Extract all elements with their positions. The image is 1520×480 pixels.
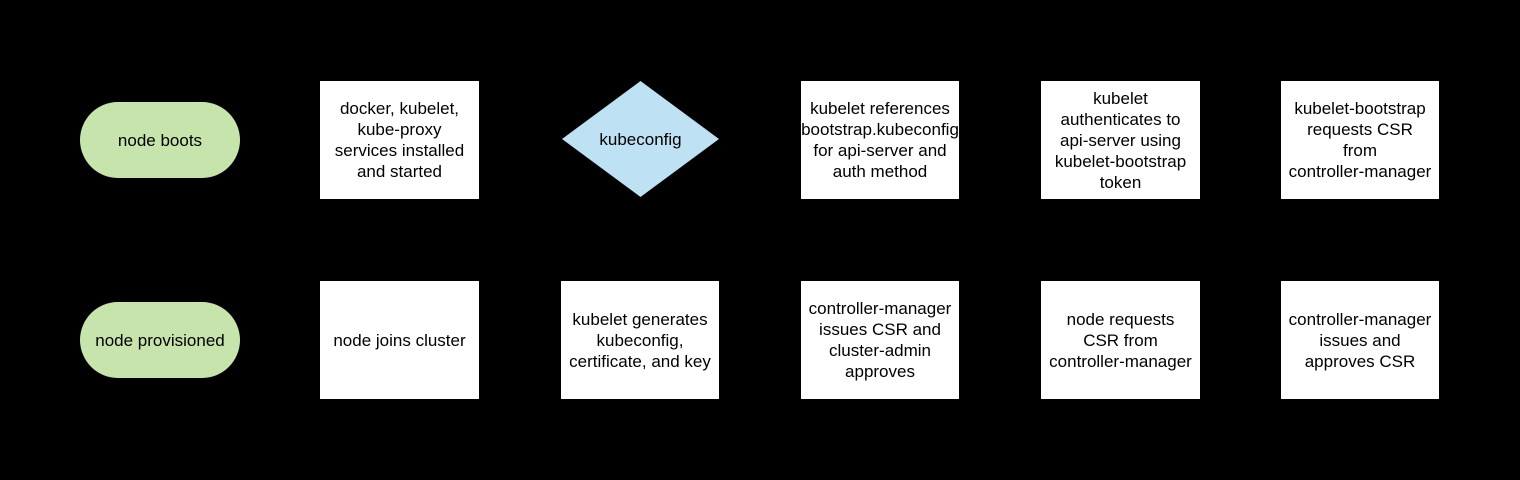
process-kubelet-references-bootstrap-kubeconfig: kubelet references bootstrap.kubeconfig …	[801, 81, 959, 199]
process-kubelet-authenticates-to-api-server: kubelet authenticates to api-server usin…	[1041, 81, 1200, 199]
process-controller-manager-issues-csr-cluster-admin-approves: controller-manager issues CSR and cluste…	[801, 281, 959, 399]
decision-kubeconfig: kubeconfig	[562, 81, 719, 197]
process-kubelet-generates-kubeconfig: kubelet generates kubeconfig, certificat…	[561, 281, 719, 399]
terminal-node-boots: node boots	[80, 102, 240, 178]
terminal-node-provisioned: node provisioned	[80, 302, 240, 378]
process-kubelet-bootstrap-requests-csr: kubelet-bootstrap requests CSR from cont…	[1281, 81, 1439, 199]
process-controller-manager-issues-and-approves-csr: controller-manager issues and approves C…	[1281, 281, 1439, 399]
process-node-joins-cluster: node joins cluster	[320, 281, 479, 399]
process-node-requests-csr: node requests CSR from controller-manage…	[1041, 281, 1200, 399]
process-services-installed: docker, kubelet, kube-proxy services ins…	[320, 81, 479, 199]
